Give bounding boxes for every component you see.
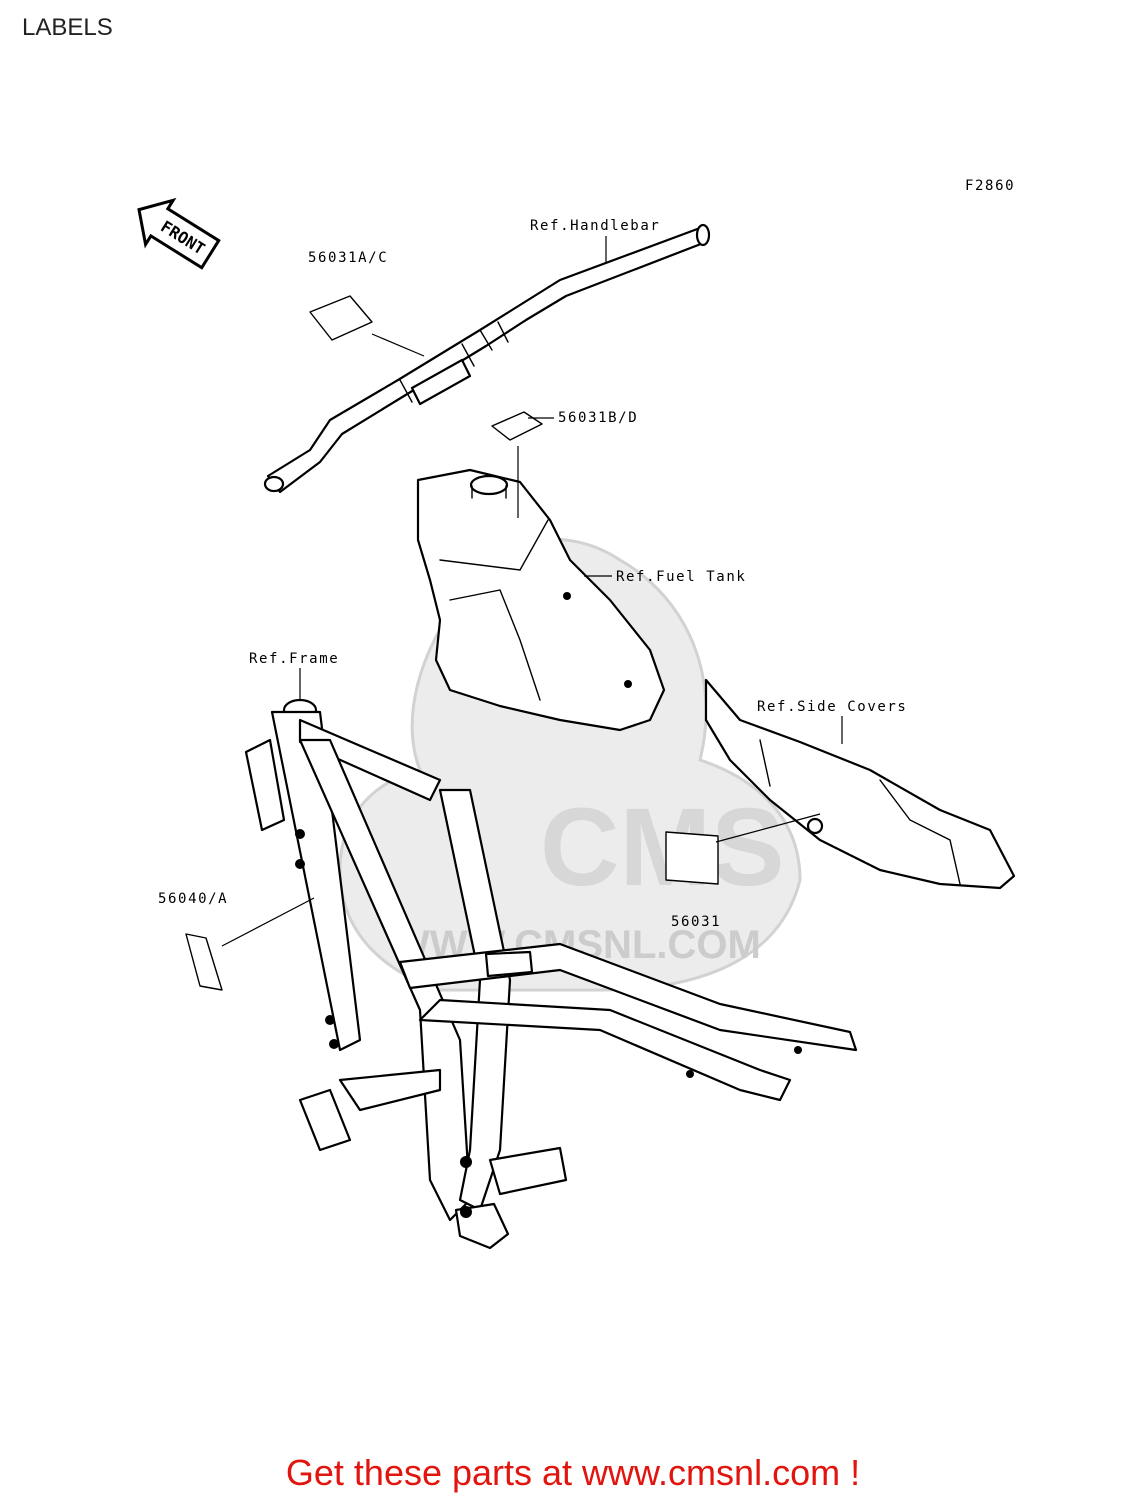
footer-cmsnl-link[interactable]: Get these parts at www.cmsnl.com ! bbox=[285, 1452, 861, 1493]
frame-ref-label: Ref.Frame bbox=[249, 651, 339, 667]
frame-label-part-number: 56040/A bbox=[158, 891, 228, 907]
fuel-tank-illustration bbox=[416, 468, 666, 732]
tank-label-leader bbox=[517, 417, 554, 518]
front-direction-arrow: FRONT bbox=[137, 197, 221, 270]
side-cover-label-sticker bbox=[665, 831, 719, 885]
page-title: LABELS bbox=[22, 14, 113, 41]
watermark-brand: CMS bbox=[540, 786, 784, 909]
handlebar-illustration bbox=[263, 223, 711, 494]
figure-code: F2860 bbox=[965, 178, 1015, 194]
side-cover-label-leader bbox=[715, 813, 821, 843]
fuel-tank-ref-label: Ref.Fuel Tank bbox=[616, 569, 746, 585]
handlebar-ref-label: Ref.Handlebar bbox=[530, 218, 660, 234]
frame-label-sticker bbox=[185, 933, 223, 991]
side-covers-ref-label: Ref.Side Covers bbox=[757, 699, 907, 715]
tank-label-sticker bbox=[491, 411, 543, 441]
side-cover-label-part-number: 56031 bbox=[671, 914, 721, 930]
side-cover-illustration bbox=[704, 678, 1016, 890]
tank-label-part-number: 56031B/D bbox=[558, 410, 638, 426]
handlebar-label-part-number: 56031A/C bbox=[308, 250, 388, 266]
frame-label-leader bbox=[221, 897, 315, 947]
handlebar-label-sticker bbox=[309, 295, 373, 341]
frame-illustration bbox=[244, 698, 858, 1250]
handlebar-label-leader bbox=[371, 333, 425, 357]
